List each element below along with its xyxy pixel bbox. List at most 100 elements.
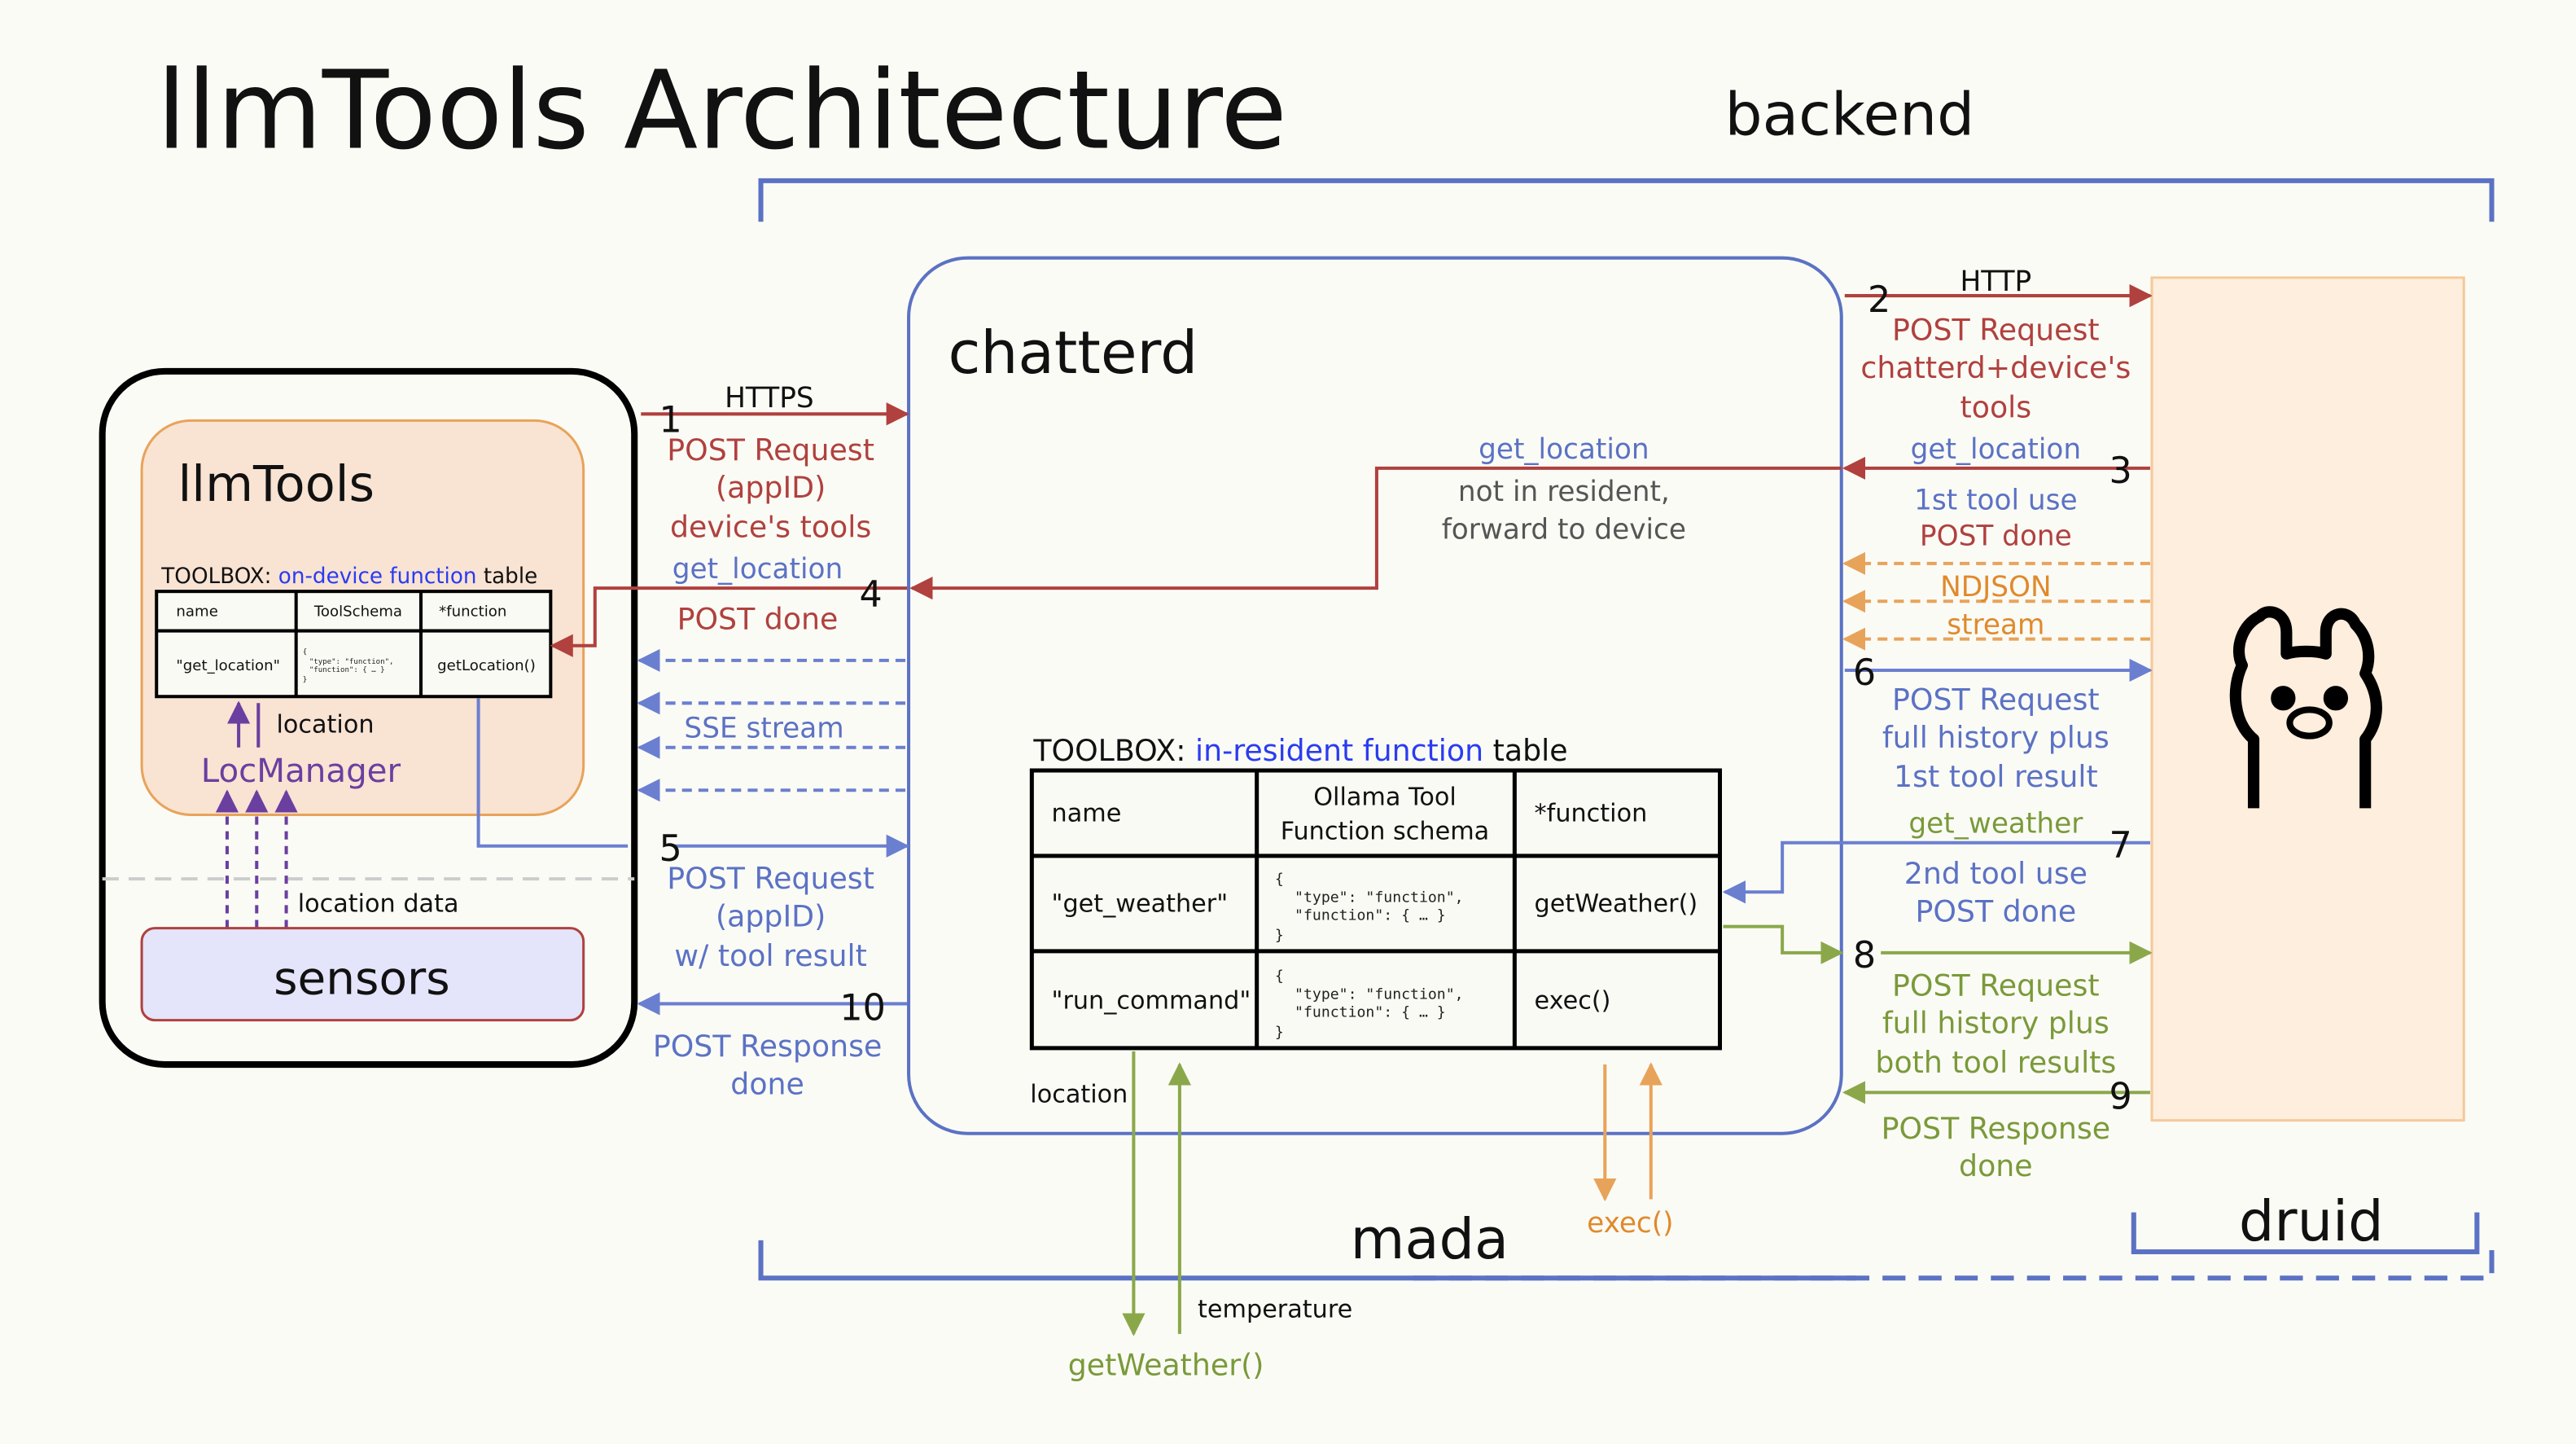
svg-text:"function": { … }: "function": { … } bbox=[1295, 1004, 1446, 1021]
svg-text:"function": { … }: "function": { … } bbox=[309, 666, 385, 674]
svg-text:NDJSON: NDJSON bbox=[1940, 571, 2052, 603]
step-1-protocol: HTTPS bbox=[725, 382, 814, 415]
step-6-number: 6 bbox=[1853, 652, 1876, 694]
ndjson-stream-label: NDJSON stream bbox=[1940, 571, 2052, 641]
step-4-post-done: POST done bbox=[677, 602, 839, 637]
svg-text:}: } bbox=[303, 676, 307, 684]
svg-text:{: { bbox=[1275, 871, 1284, 888]
mada-label: mada bbox=[1351, 1207, 1509, 1272]
step-8-number: 8 bbox=[1853, 935, 1876, 977]
step-7-number: 7 bbox=[2109, 825, 2132, 867]
svg-text:POST Request: POST Request bbox=[667, 861, 874, 896]
ollama-llama-icon bbox=[2229, 606, 2382, 809]
svg-text:POST Response: POST Response bbox=[653, 1029, 883, 1064]
location-out-label: location bbox=[1030, 1080, 1128, 1108]
svg-text:ToolSchema: ToolSchema bbox=[313, 603, 402, 620]
svg-text:"type": "function",: "type": "function", bbox=[309, 658, 394, 666]
svg-text:{: { bbox=[303, 648, 307, 656]
svg-text:"get_location": "get_location" bbox=[176, 657, 280, 674]
svg-text:POST done: POST done bbox=[1915, 894, 2076, 929]
druid-label: druid bbox=[2239, 1189, 2384, 1254]
svg-text:name: name bbox=[176, 603, 217, 620]
druid-box bbox=[2150, 276, 2465, 1122]
svg-text:(appID): (appID) bbox=[716, 899, 826, 934]
svg-text:done: done bbox=[730, 1066, 804, 1101]
step-4-number: 4 bbox=[860, 573, 883, 615]
step-7-tool: get_weather bbox=[1908, 808, 2083, 841]
getweather-label: getWeather() bbox=[1068, 1347, 1264, 1382]
svg-text:"type": "function",: "type": "function", bbox=[1295, 889, 1464, 906]
svg-text:POST Request: POST Request bbox=[1892, 968, 2100, 1003]
svg-text:POST Response: POST Response bbox=[1882, 1111, 2111, 1146]
svg-text:Function schema: Function schema bbox=[1281, 818, 1489, 846]
svg-text:not in resident,: not in resident, bbox=[1458, 476, 1670, 508]
mada-bracket-dashed bbox=[1413, 1240, 2495, 1281]
step-3-number: 3 bbox=[2109, 450, 2132, 492]
svg-text:tools: tools bbox=[1960, 389, 2032, 424]
step-1-text: POST Request(appID) device's tools bbox=[667, 432, 874, 545]
svg-text:both tool results: both tool results bbox=[1875, 1045, 2116, 1080]
step-10-number: 10 bbox=[839, 988, 885, 1029]
svg-text:POST Request: POST Request bbox=[1892, 682, 2100, 717]
sensors-label: sensors bbox=[274, 952, 450, 1005]
step-2-protocol: HTTP bbox=[1960, 266, 2031, 298]
svg-text:full history plus: full history plus bbox=[1882, 720, 2109, 755]
svg-text:POST Request: POST Request bbox=[1892, 313, 2100, 348]
locmanager-label: LocManager bbox=[201, 752, 401, 790]
svg-text:"get_weather": "get_weather" bbox=[1052, 889, 1229, 918]
svg-text:"type": "function",: "type": "function", bbox=[1295, 985, 1464, 1003]
step-1-number: 1 bbox=[659, 399, 681, 441]
svg-text:"run_command": "run_command" bbox=[1052, 986, 1251, 1015]
svg-text:{: { bbox=[1275, 968, 1284, 985]
step-3-post-done: POST done bbox=[1920, 520, 2072, 553]
exec-label: exec() bbox=[1587, 1207, 1673, 1240]
svg-text:done: done bbox=[1959, 1148, 2033, 1183]
svg-text:device's tools: device's tools bbox=[670, 510, 871, 545]
svg-text:*function: *function bbox=[1535, 800, 1648, 828]
svg-text:"function": { … }: "function": { … } bbox=[1295, 907, 1446, 924]
backend-bracket bbox=[758, 178, 2495, 222]
temperature-label: temperature bbox=[1198, 1296, 1352, 1324]
step-5-text: POST Request(appID) w/ tool result bbox=[667, 861, 874, 973]
svg-text:(appID): (appID) bbox=[716, 470, 826, 505]
server-toolbox-caption: TOOLBOX: in-resident function table bbox=[1032, 733, 1567, 768]
svg-text:forward to device: forward to device bbox=[1442, 514, 1686, 546]
device-toolbox-caption: TOOLBOX: on-device function table bbox=[160, 564, 537, 589]
step-3-tool-use: 1st tool use bbox=[1914, 484, 2078, 516]
step-3-tool: get_location bbox=[1911, 433, 2081, 466]
svg-text:2nd tool use: 2nd tool use bbox=[1904, 856, 2088, 891]
svg-text:Ollama Tool: Ollama Tool bbox=[1313, 783, 1457, 811]
device-toolbox-table: name ToolSchema *function "get_location"… bbox=[155, 590, 553, 699]
step-9-number: 9 bbox=[2109, 1077, 2132, 1118]
chatterd-label: chatterd bbox=[948, 319, 1198, 388]
step-2-number: 2 bbox=[1868, 279, 1890, 321]
svg-text:name: name bbox=[1052, 800, 1122, 828]
step-5-number: 5 bbox=[659, 828, 681, 870]
svg-text:1st tool result: 1st tool result bbox=[1894, 759, 2098, 794]
backend-label: backend bbox=[1725, 81, 1975, 149]
sensors-box bbox=[140, 927, 585, 1022]
svg-text:w/ tool result: w/ tool result bbox=[674, 938, 866, 973]
svg-text:}: } bbox=[1275, 927, 1284, 944]
svg-text:POST Request: POST Request bbox=[667, 432, 874, 467]
druid-bracket bbox=[2131, 1212, 2480, 1255]
llmtools-label: llmTools bbox=[177, 456, 375, 513]
mada-bracket bbox=[758, 1240, 1856, 1281]
location-label: location bbox=[276, 711, 374, 740]
svg-text:full history plus: full history plus bbox=[1882, 1006, 2109, 1041]
svg-text:chatterd+device's: chatterd+device's bbox=[1860, 350, 2131, 385]
svg-text:getLocation(): getLocation() bbox=[437, 657, 536, 674]
sse-stream-label: SSE stream bbox=[684, 713, 843, 745]
svg-text:}: } bbox=[1275, 1024, 1284, 1041]
svg-text:getWeather(): getWeather() bbox=[1535, 889, 1698, 918]
svg-text:*function: *function bbox=[439, 603, 506, 620]
svg-text:stream: stream bbox=[1947, 609, 2044, 642]
step-4-tool: get_location bbox=[672, 553, 843, 586]
